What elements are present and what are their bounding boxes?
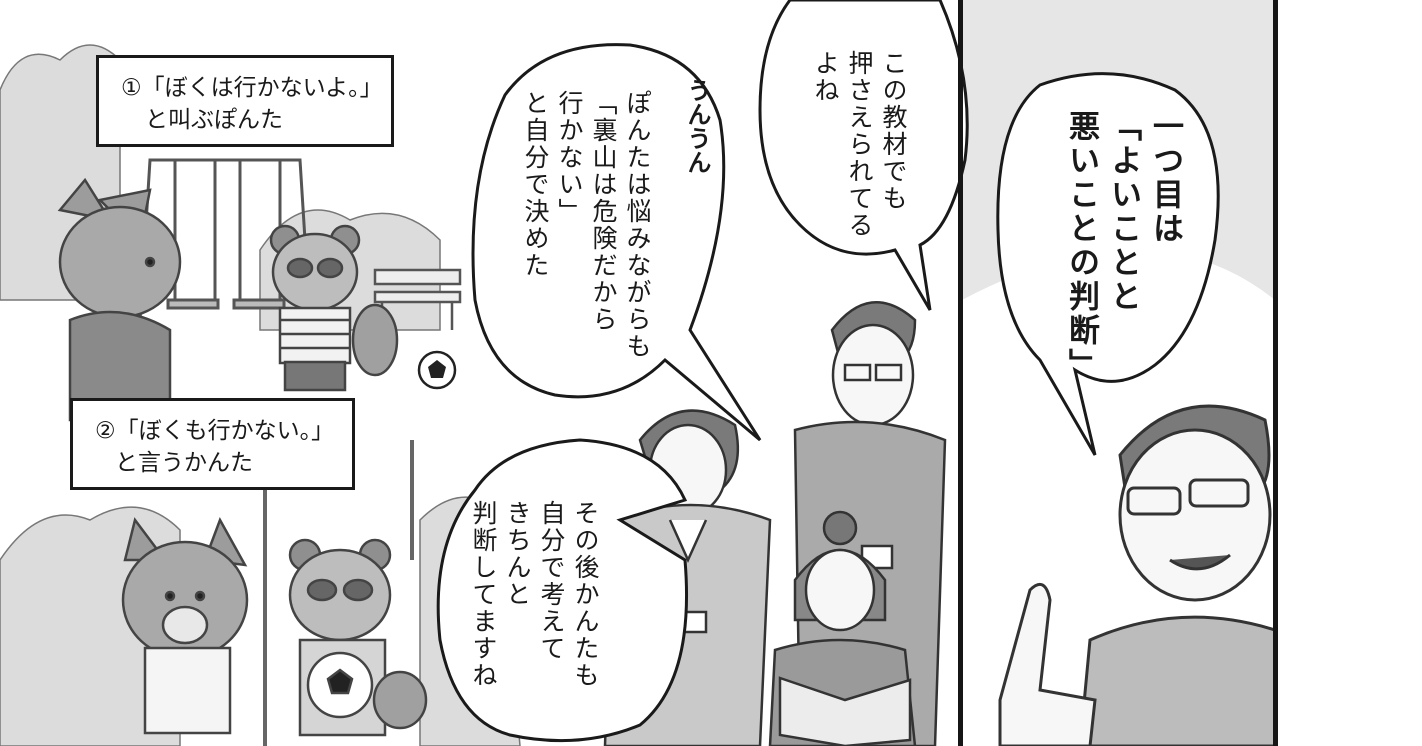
fox-bottom-illustration [121, 517, 249, 735]
bubble-ponta-line-2: 「裏山は危険だから [589, 90, 618, 333]
bubble-material-line-2: 押さえられてる [845, 50, 874, 239]
bubble-material-line-1: この教材でも [879, 50, 908, 212]
fox-top-illustration [57, 177, 182, 422]
bubble-material-line-3: よね [811, 50, 840, 104]
bubble-teacher-line-2: 「よいことと [1105, 110, 1141, 314]
speech-bubble-material [758, 0, 969, 311]
bubble-ponta-line-3: 行かない」 [555, 90, 584, 225]
bubble-material-text: この教材でも 押さえられてる よね [808, 50, 910, 239]
caption-2-line-2: と言うかんた [115, 450, 253, 476]
soccer-ball-icon [417, 350, 457, 390]
speech-bubble-ponta [471, 43, 762, 442]
panel-divider-right [1273, 0, 1278, 746]
bubble-kanta-line-1: その後かんたも [571, 500, 600, 689]
caption-box-1: ①「ぼくは行かないよ。」 と叫ぶぽんた [96, 55, 394, 147]
speech-bubble-teacher [996, 72, 1220, 456]
panel-divider-left [958, 0, 963, 746]
bubble-kanta-line-3: きちんと [503, 500, 532, 608]
tanuki-bottom-illustration [288, 538, 428, 737]
bubble-ponta-text: ぽんたは悩みながらも 「裏山は危険だから 行かない」 と自分で決めた [518, 90, 654, 360]
senior-teacher-illustration [998, 404, 1277, 746]
bubble-kanta-line-2: 自分で考えて [537, 500, 566, 662]
caption-box-2: ②「ぼくも行かない。」 と言うかんた [70, 398, 355, 490]
bench-illustration [373, 268, 462, 330]
caption-1-line-2: と叫ぶぽんた [145, 107, 283, 133]
sound-effect-text: うんうん [683, 78, 711, 174]
bubble-teacher-line-3: 悪いことの判断」 [1063, 110, 1099, 382]
caption-1-line-1: ①「ぼくは行かないよ。」 [121, 75, 383, 101]
bubble-teacher-text: 一つ目は 「よいことと 悪いことの判断」 [1060, 110, 1186, 382]
speech-bubble-kanta [436, 438, 689, 743]
bubble-teacher-line-1: 一つ目は [1147, 110, 1183, 246]
bubble-kanta-text: その後かんたも 自分で考えて きちんと 判断してますね [466, 500, 602, 689]
bubble-ponta-line-1: ぽんたは悩みながらも [623, 90, 652, 360]
tanuki-top-illustration [269, 224, 399, 392]
female-teacher-illustration [768, 510, 917, 746]
bubble-ponta-line-4: と自分で決めた [521, 90, 550, 279]
caption-2-line-1: ②「ぼくも行かない。」 [95, 418, 335, 444]
bubble-kanta-line-4: 判断してますね [469, 500, 498, 689]
